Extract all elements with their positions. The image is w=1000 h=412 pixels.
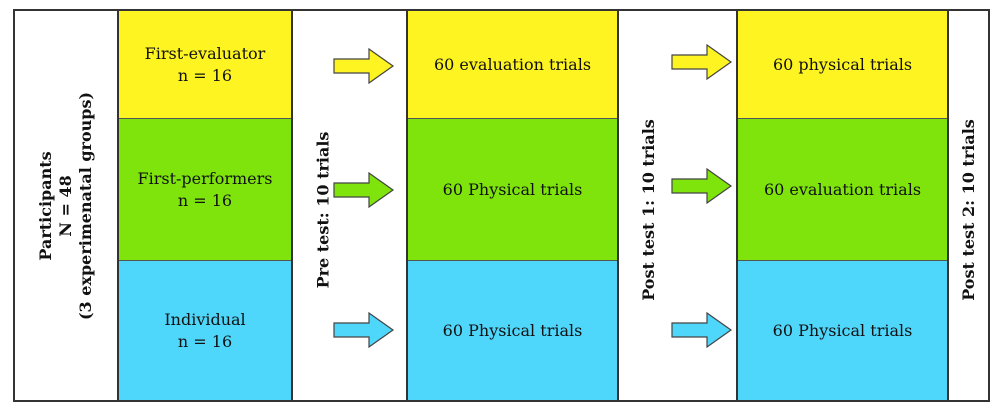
group-name: First-evaluator (144, 43, 266, 63)
group-name: First-performers (137, 168, 273, 188)
divider (291, 9, 293, 402)
arrow-right-icon (671, 44, 733, 80)
posttest2-label: Post test 2: 10 trials (949, 60, 988, 360)
posttest1-label: Post test 1: 10 trials (619, 60, 679, 360)
posttest2-text: Post test 2: 10 trials (958, 119, 978, 301)
divider (406, 9, 408, 402)
phase1-individual: 60 Physical trials (408, 260, 617, 400)
arrow-right-icon (671, 168, 733, 204)
phase1-first-performers: 60 Physical trials (408, 118, 617, 260)
participants-count: N = 48 (56, 174, 76, 237)
phase2-text: 60 physical trials (772, 54, 913, 74)
phase2-text: 60 evaluation trials (763, 179, 922, 199)
phase1-text: 60 Physical trials (442, 179, 583, 199)
group-first-evaluator: First-evaluator n = 16 (119, 11, 291, 118)
pretest-text: Pre test: 10 trials (313, 131, 332, 289)
divider (117, 9, 119, 402)
group-size: n = 16 (177, 190, 233, 210)
group-individual: Individual n = 16 (119, 260, 291, 400)
divider (736, 9, 738, 402)
participants-title: Participants (36, 150, 56, 261)
divider (947, 9, 949, 402)
phase2-first-performers: 60 evaluation trials (738, 118, 947, 260)
arrow-right-icon (333, 48, 395, 84)
posttest1-text: Post test 1: 10 trials (639, 119, 659, 301)
arrow-right-icon (333, 172, 395, 208)
group-size: n = 16 (177, 65, 233, 85)
participants-groups: (3 experimenatal groups) (76, 91, 96, 320)
phase1-first-evaluator: 60 evaluation trials (408, 11, 617, 118)
phase2-individual: 60 Physical trials (738, 260, 947, 400)
group-name: Individual (164, 309, 246, 329)
phase2-first-evaluator: 60 physical trials (738, 11, 947, 118)
phase1-text: 60 Physical trials (442, 320, 583, 340)
phase2-text: 60 Physical trials (772, 320, 913, 340)
participants-label: Participants N = 48 (3 experimenatal gro… (15, 11, 117, 400)
group-first-performers: First-performers n = 16 (119, 118, 291, 260)
arrow-right-icon (333, 312, 395, 348)
phase1-text: 60 evaluation trials (433, 54, 592, 74)
divider (617, 9, 619, 402)
arrow-right-icon (671, 312, 733, 348)
group-size: n = 16 (177, 331, 233, 351)
